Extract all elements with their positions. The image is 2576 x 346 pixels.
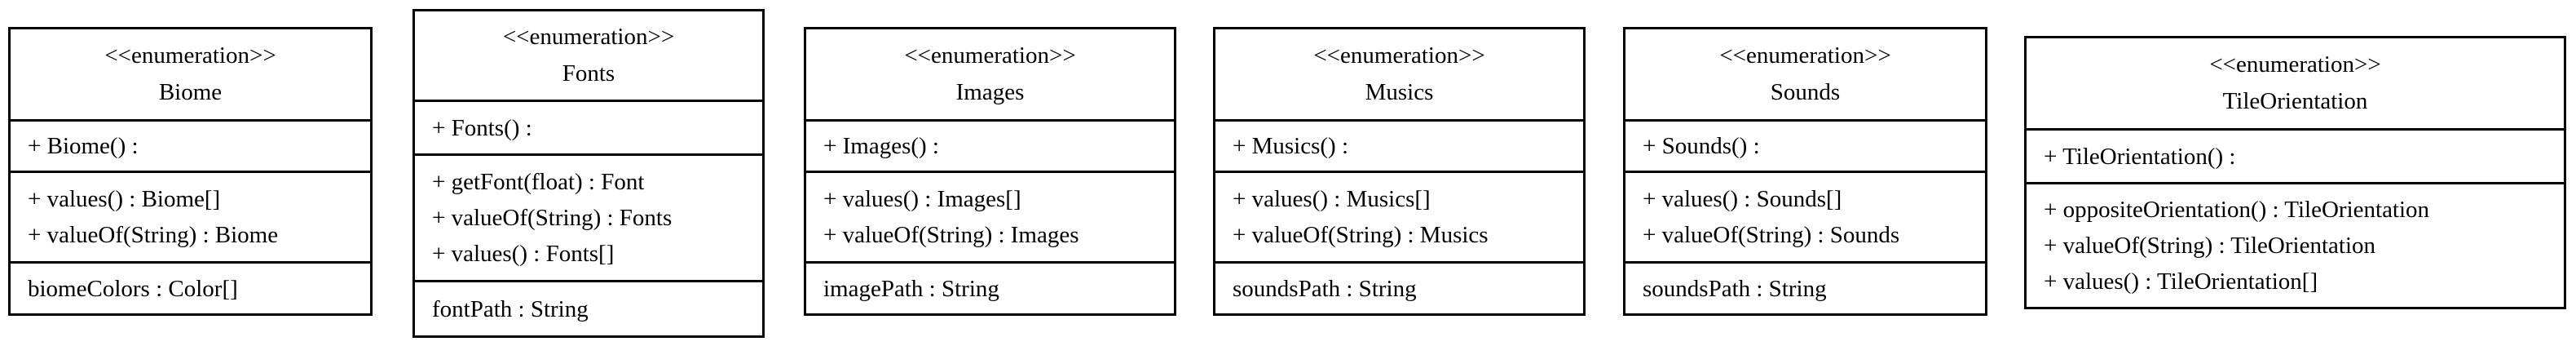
method-row: + valueOf(String) : Biome bbox=[28, 222, 279, 248]
uml-class-sounds: <<enumeration>> Sounds + Sounds() : + va… bbox=[1623, 27, 1987, 316]
method-row: + values() : TileOrientation[] bbox=[2044, 268, 2318, 295]
method-row: + oppositeOrientation() : TileOrientatio… bbox=[2044, 197, 2430, 223]
class-name: Biome bbox=[158, 79, 223, 105]
constructor-compartment: + Sounds() : bbox=[1625, 119, 1985, 171]
attribute-row: fontPath : String bbox=[432, 295, 589, 322]
constructor-row: + TileOrientation() : bbox=[2044, 143, 2236, 170]
method-row: + values() : Images[] bbox=[823, 186, 1021, 212]
method-row: + valueOf(String) : Sounds bbox=[1643, 222, 1900, 248]
attribute-row: biomeColors : Color[] bbox=[28, 275, 238, 302]
method-row: + values() : Fonts[] bbox=[432, 241, 615, 267]
attributes-compartment: soundsPath : String bbox=[1625, 261, 1985, 313]
method-row: + values() : Musics[] bbox=[1233, 186, 1431, 212]
constructor-row: + Fonts() : bbox=[432, 114, 532, 141]
class-name: Fonts bbox=[562, 60, 615, 86]
constructor-compartment: + TileOrientation() : bbox=[2027, 128, 2564, 182]
attribute-row: imagePath : String bbox=[823, 275, 999, 302]
methods-compartment: + getFont(float) : Font + valueOf(String… bbox=[415, 153, 762, 280]
attribute-row: soundsPath : String bbox=[1643, 275, 1827, 302]
uml-class-tileorientation: <<enumeration>> TileOrientation + TileOr… bbox=[2024, 36, 2566, 309]
constructor-row: + Biome() : bbox=[28, 133, 139, 159]
methods-compartment: + values() : Musics[] + valueOf(String) … bbox=[1215, 171, 1583, 261]
attributes-compartment: biomeColors : Color[] bbox=[11, 261, 370, 313]
methods-compartment: + values() : Biome[] + valueOf(String) :… bbox=[11, 171, 370, 261]
uml-class-biome: <<enumeration>> Biome + Biome() : + valu… bbox=[8, 27, 373, 316]
constructor-row: + Musics() : bbox=[1233, 133, 1349, 159]
class-header: <<enumeration>> Biome bbox=[11, 29, 370, 119]
method-row: + valueOf(String) : Musics bbox=[1233, 222, 1489, 248]
class-header: <<enumeration>> Images bbox=[806, 29, 1174, 119]
constructor-row: + Sounds() : bbox=[1643, 133, 1760, 159]
attributes-compartment: soundsPath : String bbox=[1215, 261, 1583, 313]
class-header: <<enumeration>> Sounds bbox=[1625, 29, 1985, 119]
method-row: + values() : Sounds[] bbox=[1643, 186, 1842, 212]
method-row: + valueOf(String) : TileOrientation bbox=[2044, 233, 2376, 259]
class-name: Musics bbox=[1365, 79, 1434, 105]
class-name: Images bbox=[955, 79, 1025, 105]
stereotype-label: <<enumeration>> bbox=[104, 42, 276, 69]
constructor-compartment: + Images() : bbox=[806, 119, 1174, 171]
constructor-compartment: + Musics() : bbox=[1215, 119, 1583, 171]
stereotype-label: <<enumeration>> bbox=[2209, 51, 2381, 78]
class-header: <<enumeration>> TileOrientation bbox=[2027, 38, 2564, 128]
methods-compartment: + values() : Images[] + valueOf(String) … bbox=[806, 171, 1174, 261]
method-row: + valueOf(String) : Fonts bbox=[432, 205, 673, 231]
stereotype-label: <<enumeration>> bbox=[1313, 42, 1485, 69]
methods-compartment: + oppositeOrientation() : TileOrientatio… bbox=[2027, 182, 2564, 307]
methods-compartment: + values() : Sounds[] + valueOf(String) … bbox=[1625, 171, 1985, 261]
uml-class-images: <<enumeration>> Images + Images() : + va… bbox=[804, 27, 1176, 316]
class-header: <<enumeration>> Musics bbox=[1215, 29, 1583, 119]
class-name: Sounds bbox=[1770, 79, 1841, 105]
attribute-row: soundsPath : String bbox=[1233, 275, 1417, 302]
attributes-compartment: fontPath : String bbox=[415, 280, 762, 335]
constructor-compartment: + Fonts() : bbox=[415, 100, 762, 153]
method-row: + getFont(float) : Font bbox=[432, 169, 645, 195]
stereotype-label: <<enumeration>> bbox=[502, 24, 675, 50]
uml-class-musics: <<enumeration>> Musics + Musics() : + va… bbox=[1213, 27, 1586, 316]
method-row: + valueOf(String) : Images bbox=[823, 222, 1079, 248]
constructor-row: + Images() : bbox=[823, 133, 939, 159]
class-header: <<enumeration>> Fonts bbox=[415, 11, 762, 100]
class-name: TileOrientation bbox=[2222, 88, 2368, 114]
stereotype-label: <<enumeration>> bbox=[904, 42, 1076, 69]
uml-class-fonts: <<enumeration>> Fonts + Fonts() : + getF… bbox=[412, 9, 765, 338]
constructor-compartment: + Biome() : bbox=[11, 119, 370, 171]
attributes-compartment: imagePath : String bbox=[806, 261, 1174, 313]
stereotype-label: <<enumeration>> bbox=[1719, 42, 1891, 69]
method-row: + values() : Biome[] bbox=[28, 186, 221, 212]
